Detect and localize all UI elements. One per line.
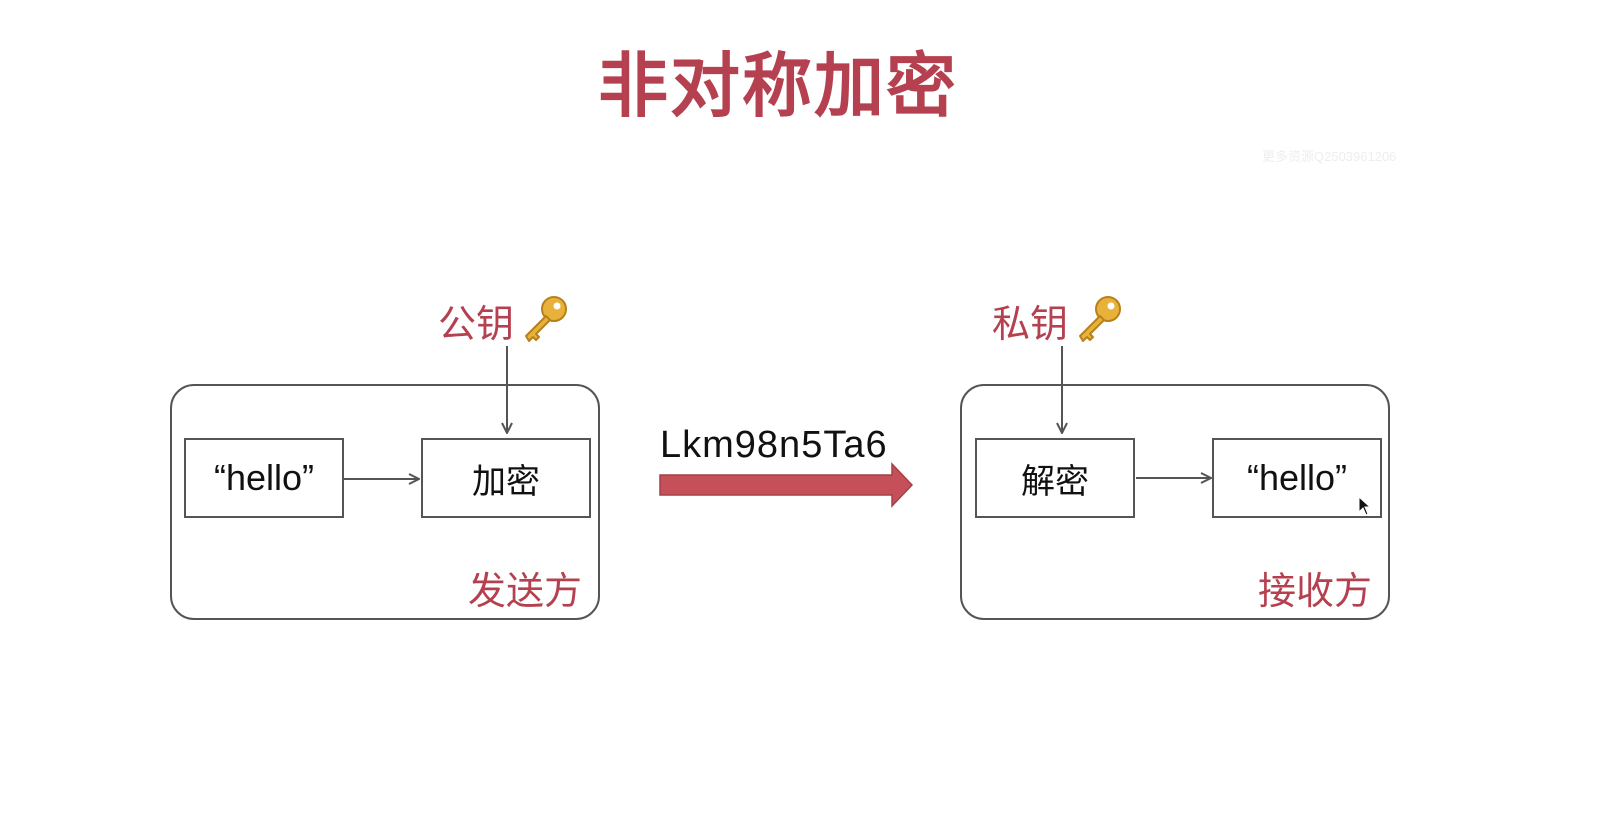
ciphertext-label: Lkm98n5Ta6 [660, 424, 888, 466]
transmission-arrow [659, 462, 914, 508]
slide-title: 非对称加密 [598, 45, 958, 127]
private-key-text: 私钥 [992, 301, 1069, 346]
receiver-key-label: 私钥 [992, 292, 1126, 348]
key-icon [525, 296, 568, 342]
receiver-label: 接收方 [1257, 569, 1372, 613]
plaintext-input-box: “hello” [184, 438, 344, 518]
key-icon [1079, 296, 1122, 342]
sender-key-label: 公钥 [438, 292, 572, 348]
mouse-cursor-icon [1358, 496, 1372, 516]
sender-label: 发送方 [467, 569, 582, 613]
decrypt-box: 解密 [975, 438, 1135, 518]
public-key-text: 公钥 [438, 301, 515, 346]
receiver-panel [960, 384, 1390, 620]
sender-panel [170, 384, 600, 620]
encrypt-box: 加密 [421, 438, 591, 518]
watermark: 更多资源Q2503961206 [1262, 149, 1397, 164]
plaintext-output-box: “hello” [1212, 438, 1382, 518]
